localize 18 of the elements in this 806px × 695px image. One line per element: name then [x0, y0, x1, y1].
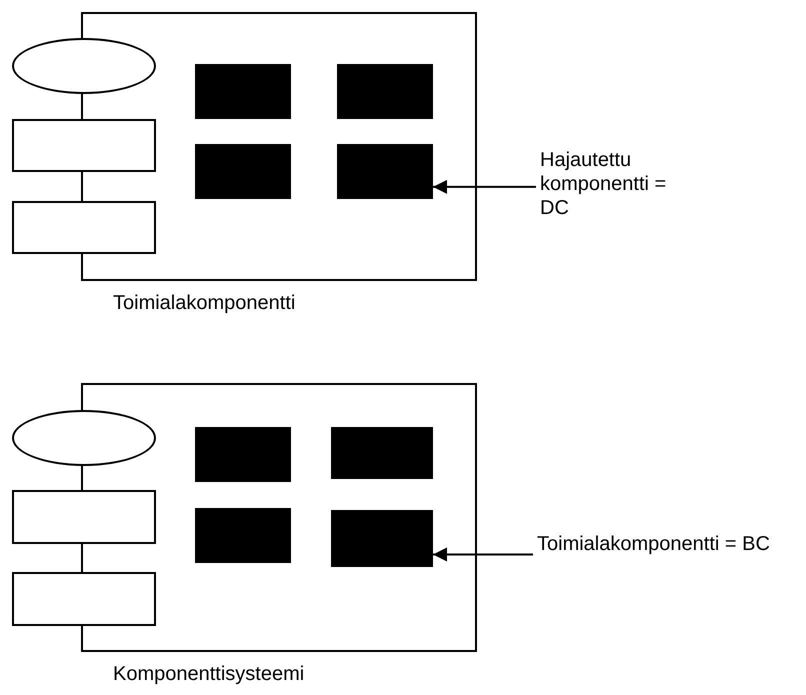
arrow	[433, 180, 536, 194]
filled-block	[331, 427, 433, 479]
filled-block	[195, 427, 291, 482]
process-box	[12, 201, 156, 254]
filled-block	[195, 64, 291, 119]
arrow	[433, 547, 533, 562]
callout-text: Hajautettu komponentti = DC	[540, 148, 668, 220]
process-box	[12, 572, 156, 626]
filled-block	[195, 508, 291, 563]
callout-text: Toimialakomponentti = BC	[537, 532, 771, 556]
process-box	[12, 490, 156, 544]
filled-block	[337, 64, 433, 119]
filled-block	[331, 510, 433, 567]
frame-title: Toimialakomponentti	[113, 291, 296, 315]
filled-block	[195, 144, 291, 199]
frame-title: Komponenttisysteemi	[113, 662, 304, 686]
process-box	[12, 119, 156, 172]
filled-block	[337, 144, 433, 199]
